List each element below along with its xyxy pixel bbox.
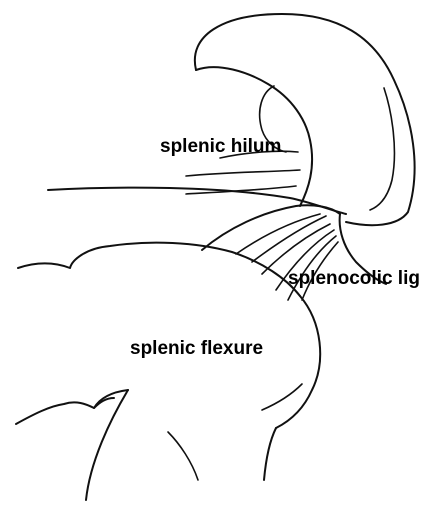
colon-upper-outline xyxy=(18,243,300,296)
colon-right-bulge xyxy=(276,296,320,428)
colon-inner-fold xyxy=(262,384,302,410)
colon-descending-inner xyxy=(264,428,276,480)
ligament-strand-1 xyxy=(252,216,326,262)
colon xyxy=(16,243,320,500)
spleen-inner-ridge xyxy=(370,88,394,210)
label-splenic-flexure: splenic flexure xyxy=(130,338,263,359)
label-splenic-hilum: splenic hilum xyxy=(160,136,281,157)
colon-bottom-fold xyxy=(168,432,198,480)
spleen-lower-edge xyxy=(48,188,346,214)
spleen-lower-border xyxy=(202,205,340,250)
hilum-vessel-2 xyxy=(186,170,300,176)
label-splenocolic-lig: splenocolic lig xyxy=(288,268,420,289)
